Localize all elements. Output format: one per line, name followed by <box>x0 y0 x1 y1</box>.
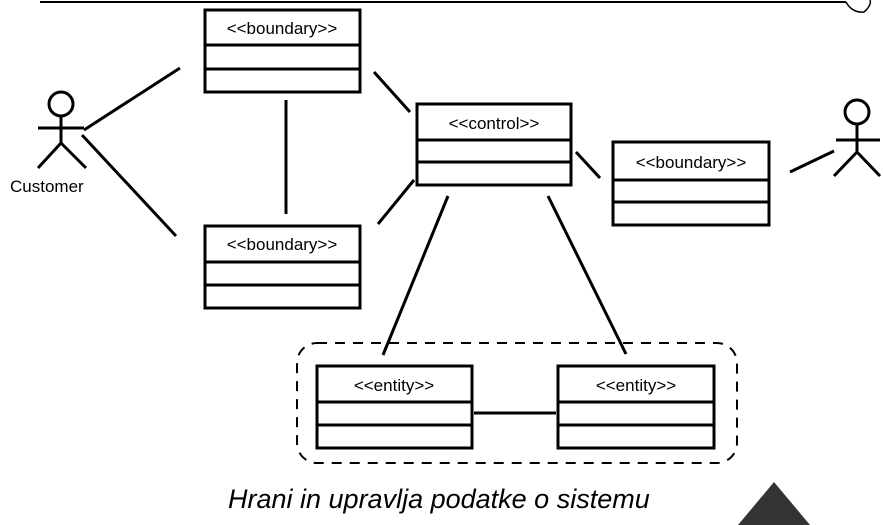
associations <box>80 66 835 415</box>
assoc-customer-boundary-bottom <box>80 133 178 238</box>
class-entity-right: <<entity>> <box>556 364 716 450</box>
assoc-boundary-bottom-control <box>376 179 416 225</box>
entity-group-frame <box>296 342 738 464</box>
actor-stick-figure-icon <box>832 98 882 178</box>
corner-decoration <box>845 0 872 13</box>
class-stereotype: <<entity>> <box>596 376 676 395</box>
class-stereotype: <<control>> <box>449 114 540 133</box>
class-boundary-bottom: <<boundary>> <box>203 224 362 310</box>
class-boundary-top: <<boundary>> <box>203 8 362 94</box>
assoc-control-boundary-right <box>574 150 602 180</box>
class-entity-left: <<entity>> <box>315 364 474 450</box>
actor-customer: Customer <box>10 90 88 196</box>
actor-right <box>832 98 882 178</box>
actor-label: Customer <box>10 177 84 196</box>
actor-stick-figure-icon <box>36 90 88 170</box>
assoc-control-entity-right <box>546 195 628 355</box>
class-stereotype: <<boundary>> <box>227 235 338 254</box>
class-boundary-right: <<boundary>> <box>611 140 771 227</box>
diagram-caption: Hrani in upravlja podatke o sistemu <box>228 484 650 514</box>
assoc-boundary-right-actor <box>789 149 835 174</box>
class-stereotype: <<entity>> <box>354 376 434 395</box>
corner-triangle-decoration <box>738 482 810 525</box>
class-stereotype: <<boundary>> <box>636 153 747 172</box>
assoc-customer-boundary-top <box>83 66 181 132</box>
assoc-boundary-top-control <box>372 70 412 114</box>
class-stereotype: <<boundary>> <box>227 19 338 38</box>
assoc-control-entity-left <box>381 195 450 356</box>
class-control: <<control>> <box>415 102 573 187</box>
